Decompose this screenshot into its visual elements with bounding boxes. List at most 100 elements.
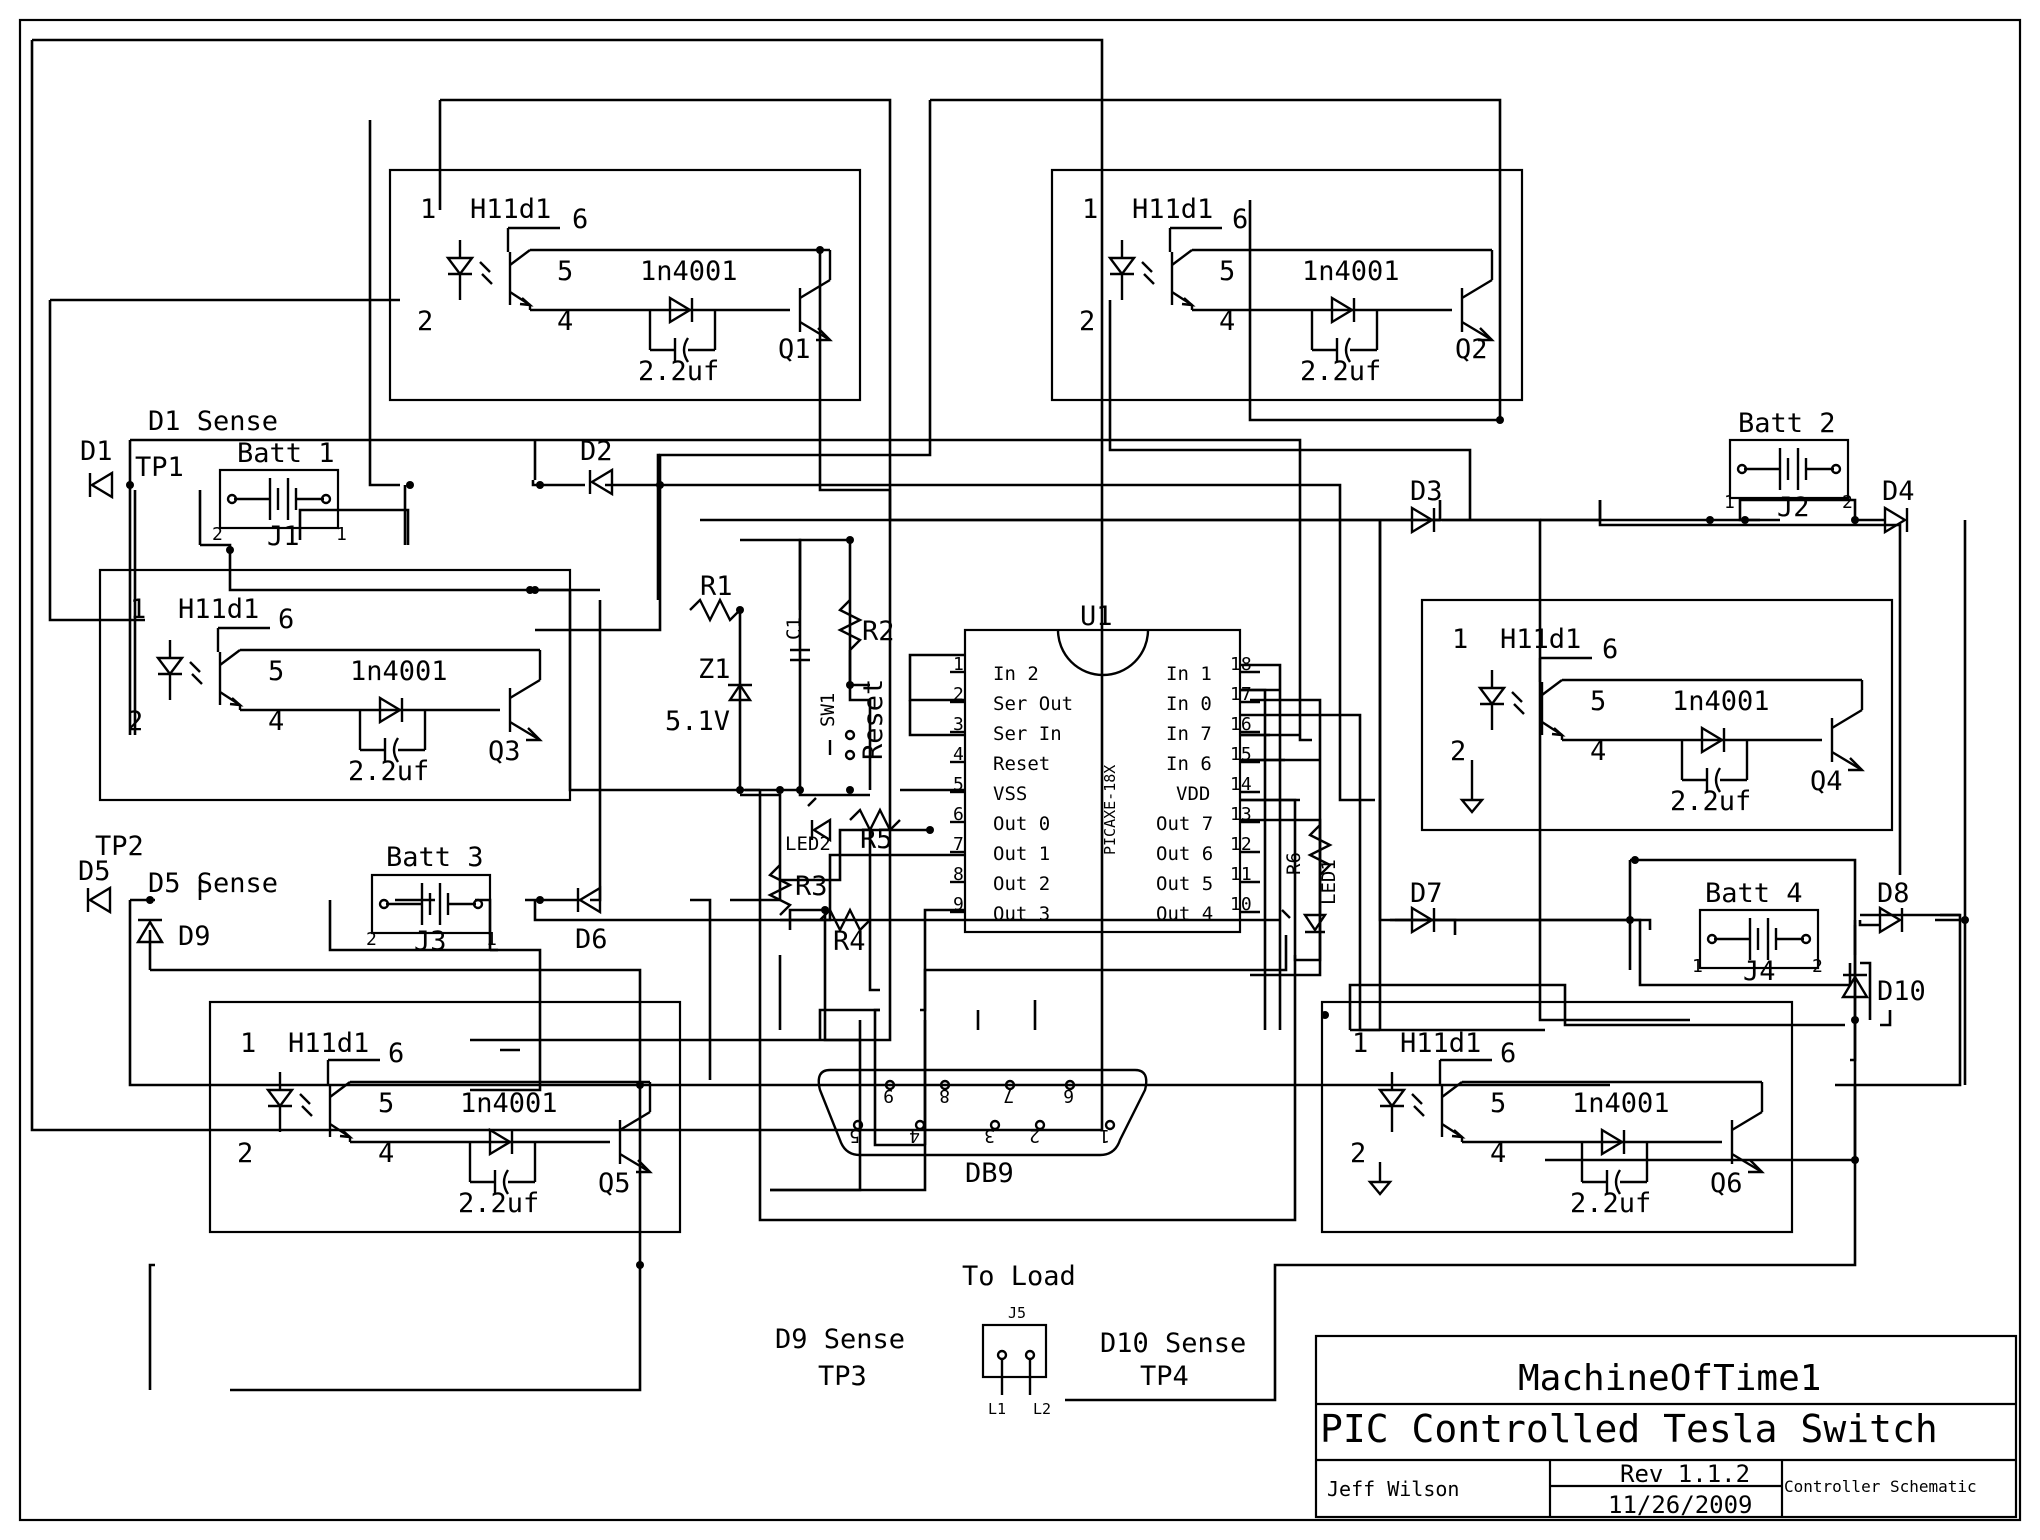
svg-text:R2: R2 bbox=[862, 616, 895, 647]
svg-text:H11d1: H11d1 bbox=[1400, 1028, 1481, 1059]
ground-symbols bbox=[1367, 760, 1485, 1196]
drawing-border bbox=[18, 18, 2022, 1522]
svg-text:13: 13 bbox=[1230, 804, 1252, 825]
opto-labels-q2: 1 H11d1 6 5 1n4001 2 4 2.2uf Q2 bbox=[1079, 194, 1488, 387]
diode-d5 bbox=[86, 886, 112, 914]
svg-text:To Load: To Load bbox=[962, 1261, 1076, 1292]
battery-labels: Batt 1 J1 2 1 Batt 2 J2 1 2 Batt 3 J3 2 … bbox=[212, 408, 1853, 987]
svg-text:1: 1 bbox=[130, 594, 146, 625]
svg-text:In 2: In 2 bbox=[993, 663, 1039, 685]
svg-text:TP2: TP2 bbox=[95, 831, 144, 862]
svg-text:TP4: TP4 bbox=[1140, 1361, 1189, 1392]
svg-text:2: 2 bbox=[1450, 736, 1466, 767]
svg-text:2: 2 bbox=[953, 684, 964, 705]
wire-network bbox=[30, 38, 1967, 1402]
svg-text:Out 6: Out 6 bbox=[1156, 843, 1213, 865]
svg-text:4: 4 bbox=[1590, 736, 1606, 767]
svg-text:5: 5 bbox=[953, 774, 964, 795]
svg-text:LED2: LED2 bbox=[785, 833, 831, 855]
svg-text:R5: R5 bbox=[860, 824, 893, 855]
svg-text:5: 5 bbox=[378, 1088, 394, 1119]
svg-text:Batt 1: Batt 1 bbox=[237, 438, 335, 469]
svg-text:Batt 2: Batt 2 bbox=[1738, 408, 1836, 439]
resistor-r6: R6 bbox=[1283, 824, 1333, 876]
svg-text:16: 16 bbox=[1230, 714, 1252, 735]
svg-text:Out 7: Out 7 bbox=[1156, 813, 1213, 835]
title-block-date: 11/26/2009 bbox=[1608, 1491, 1753, 1519]
resistor-r5: R5 bbox=[849, 807, 901, 855]
opto-labels-q1: 1 H11d1 6 5 1n4001 2 4 2.2uf Q1 bbox=[417, 194, 811, 387]
svg-text:1n4001: 1n4001 bbox=[1672, 686, 1770, 717]
svg-text:2.2uf: 2.2uf bbox=[1670, 786, 1751, 817]
svg-text:1: 1 bbox=[1082, 194, 1098, 225]
svg-text:9: 9 bbox=[953, 894, 964, 915]
svg-text:8: 8 bbox=[953, 864, 964, 885]
svg-text:2: 2 bbox=[1350, 1138, 1366, 1169]
zener-z1: Z1 5.1V bbox=[665, 654, 753, 737]
svg-text:U1: U1 bbox=[1080, 601, 1113, 632]
svg-text:Batt 3: Batt 3 bbox=[386, 842, 484, 873]
svg-text:C1: C1 bbox=[783, 617, 805, 640]
svg-text:D8: D8 bbox=[1877, 878, 1910, 909]
svg-text:Ser In: Ser In bbox=[993, 723, 1062, 745]
svg-text:1: 1 bbox=[1452, 624, 1468, 655]
svg-text:Ser Out: Ser Out bbox=[993, 693, 1073, 715]
svg-text:4: 4 bbox=[1490, 1138, 1506, 1169]
load-connector-j5: To Load J5 L1 L2 bbox=[962, 1261, 1076, 1418]
svg-text:D10: D10 bbox=[1877, 976, 1926, 1007]
diode-d8 bbox=[1878, 906, 1904, 934]
svg-text:Q2: Q2 bbox=[1455, 334, 1488, 365]
svg-text:Q3: Q3 bbox=[488, 736, 521, 767]
svg-text:17: 17 bbox=[1230, 684, 1252, 705]
svg-text:14: 14 bbox=[1230, 774, 1252, 795]
led-led2: LED2 bbox=[785, 797, 832, 855]
svg-text:2: 2 bbox=[1029, 1125, 1040, 1146]
opto-labels-q4: 1 H11d1 6 5 1n4001 2 4 2.2uf Q4 bbox=[1450, 624, 1843, 817]
svg-text:Z1: Z1 bbox=[698, 654, 731, 685]
opto-module-q2 bbox=[1050, 168, 1524, 402]
sense-labels: D1 Sense TP1 D5 Sense TP2 D9 Sense TP3 D… bbox=[95, 406, 1246, 1392]
svg-text:D9 Sense: D9 Sense bbox=[775, 1324, 905, 1355]
svg-text:D6: D6 bbox=[575, 924, 608, 955]
diode-labels: D1 D2 D3 D4 D5 D6 D7 D8 D9 D10 bbox=[78, 436, 1926, 1007]
svg-text:VDD: VDD bbox=[1176, 783, 1210, 805]
svg-text:H11d1: H11d1 bbox=[178, 594, 259, 625]
svg-text:3: 3 bbox=[984, 1125, 995, 1146]
resistor-r4: R4 bbox=[819, 907, 871, 957]
svg-text:8: 8 bbox=[939, 1085, 950, 1106]
svg-text:R3: R3 bbox=[795, 871, 828, 902]
resistor-r3: R3 bbox=[767, 864, 828, 916]
svg-text:Reset: Reset bbox=[858, 679, 889, 760]
resistor-r1: R1 bbox=[689, 571, 741, 623]
svg-text:H11d1: H11d1 bbox=[288, 1028, 369, 1059]
svg-text:4: 4 bbox=[909, 1125, 920, 1146]
svg-text:Reset: Reset bbox=[993, 753, 1050, 775]
svg-text:2.2uf: 2.2uf bbox=[638, 356, 719, 387]
svg-text:Q4: Q4 bbox=[1810, 766, 1843, 797]
svg-text:5: 5 bbox=[1590, 686, 1606, 717]
led-led1: LED1 bbox=[1281, 859, 1340, 934]
svg-text:J3: J3 bbox=[414, 926, 447, 957]
svg-text:1n4001: 1n4001 bbox=[1572, 1088, 1670, 1119]
ic-left-pins: 1 In 2 2 Ser Out 3 Ser In 4 Reset 5 VSS … bbox=[950, 654, 1073, 925]
svg-text:Out 5: Out 5 bbox=[1156, 873, 1213, 895]
svg-text:4: 4 bbox=[378, 1138, 394, 1169]
title-block-name: MachineOfTime1 bbox=[1518, 1358, 1821, 1399]
svg-text:1n4001: 1n4001 bbox=[350, 656, 448, 687]
svg-text:5: 5 bbox=[557, 256, 573, 287]
diode-d1 bbox=[88, 471, 114, 499]
svg-text:D1 Sense: D1 Sense bbox=[148, 406, 278, 437]
svg-text:6: 6 bbox=[1232, 204, 1248, 235]
reset-switch-sw1[interactable]: SW1 Reset bbox=[817, 679, 889, 761]
svg-text:2: 2 bbox=[417, 306, 433, 337]
battery-batt2 bbox=[1728, 438, 1850, 500]
db9-connector: 1 2 3 4 5 6 7 8 9 DB9 bbox=[817, 1068, 1148, 1189]
svg-text:4: 4 bbox=[953, 744, 964, 765]
svg-text:11: 11 bbox=[1230, 864, 1252, 885]
svg-text:J5: J5 bbox=[1008, 1304, 1026, 1322]
svg-text:4: 4 bbox=[557, 306, 573, 337]
svg-text:Q5: Q5 bbox=[598, 1168, 631, 1199]
svg-text:2: 2 bbox=[1812, 956, 1823, 977]
title-block-title: PIC Controlled Tesla Switch bbox=[1320, 1407, 1938, 1451]
